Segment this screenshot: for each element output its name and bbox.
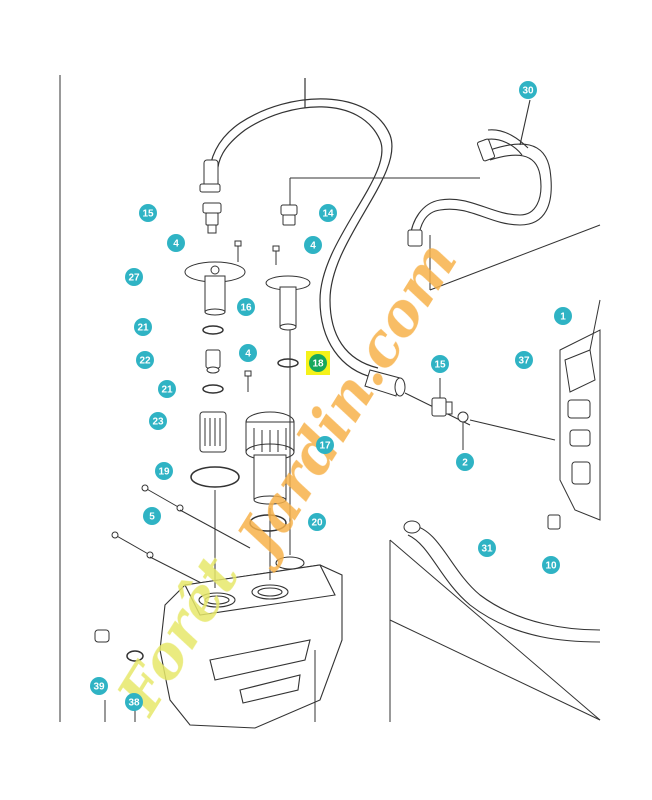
callout-circle xyxy=(316,436,334,454)
callout-circle xyxy=(125,268,143,286)
callout-circle xyxy=(155,462,173,480)
orings xyxy=(190,325,299,532)
callout-label: 18 xyxy=(312,359,324,370)
callout-21: 21 xyxy=(158,380,176,398)
callout-label: 17 xyxy=(319,441,331,452)
fitting-15-right xyxy=(431,378,469,450)
callout-label: 31 xyxy=(481,544,493,555)
callout-circle xyxy=(90,677,108,695)
callout-circle xyxy=(125,693,143,711)
callout-label: 1 xyxy=(560,312,566,323)
pump-body xyxy=(469,299,601,530)
callout-27: 27 xyxy=(125,268,143,286)
callout-label: 2 xyxy=(462,458,468,469)
tank xyxy=(159,556,343,729)
plug-39 xyxy=(94,629,144,662)
leader-lines xyxy=(104,330,316,722)
callout-label: 19 xyxy=(158,467,170,478)
callout-18: 18 xyxy=(306,351,330,375)
callout-5: 5 xyxy=(143,507,161,525)
callout-16: 16 xyxy=(237,298,255,316)
callout-label: 4 xyxy=(245,349,251,360)
callout-circle xyxy=(431,355,449,373)
callout-circle xyxy=(304,236,322,254)
callout-label: 38 xyxy=(128,698,140,709)
main-hose xyxy=(208,78,393,379)
callout-20: 20 xyxy=(308,513,326,531)
flange-27 xyxy=(184,261,246,316)
callout-circle xyxy=(478,539,496,557)
callout-14: 14 xyxy=(319,204,337,222)
callouts: 30 15 14 4 4 27 16 21 22 4 18 21 23 17 19 5 20 1 37 15 2 31 10… xyxy=(90,81,572,711)
callout-label: 15 xyxy=(434,360,446,371)
filter-17 xyxy=(245,411,295,505)
callout-label: 37 xyxy=(518,356,530,367)
callout-label: 10 xyxy=(545,561,557,572)
callout-4: 4 xyxy=(304,236,322,254)
fitting-22 xyxy=(205,349,221,374)
callout-circle xyxy=(456,453,474,471)
filter-23 xyxy=(199,411,227,453)
callout-circle xyxy=(136,351,154,369)
callout-label: 39 xyxy=(93,682,105,693)
callout-circle xyxy=(554,307,572,325)
callout-15: 15 xyxy=(431,355,449,373)
callout-circle xyxy=(237,298,255,316)
callout-38: 38 xyxy=(125,693,143,711)
callout-label: 16 xyxy=(240,303,252,314)
callout-label: 4 xyxy=(173,239,179,250)
callout-label: 30 xyxy=(522,86,534,97)
callout-label: 23 xyxy=(152,417,164,428)
callout-30: 30 xyxy=(519,81,537,99)
callout-circle xyxy=(309,354,327,372)
callout-22: 22 xyxy=(136,351,154,369)
callout-39: 39 xyxy=(90,677,108,695)
callout-circle xyxy=(149,412,167,430)
hose-31-fitting xyxy=(403,520,421,534)
callout-2: 2 xyxy=(456,453,474,471)
callout-17: 17 xyxy=(316,436,334,454)
callout-circle xyxy=(519,81,537,99)
callout-circle xyxy=(319,204,337,222)
hose-30 xyxy=(409,99,552,241)
callout-circle xyxy=(143,507,161,525)
callout-23: 23 xyxy=(149,412,167,430)
hose-fitting-top xyxy=(199,159,221,193)
callout-circle xyxy=(158,380,176,398)
callout-4: 4 xyxy=(167,234,185,252)
callout-19: 19 xyxy=(155,462,173,480)
callout-label: 20 xyxy=(311,518,323,529)
frame-lines xyxy=(59,75,601,722)
callout-circle xyxy=(542,556,560,574)
callout-circle xyxy=(239,344,257,362)
callout-label: 5 xyxy=(149,512,155,523)
hose-30-fittings xyxy=(407,138,495,247)
callout-circle xyxy=(139,204,157,222)
callout-10: 10 xyxy=(542,556,560,574)
hose-31 xyxy=(407,524,601,643)
callout-15: 15 xyxy=(139,204,157,222)
callout-circle xyxy=(167,234,185,252)
callout-label: 21 xyxy=(161,385,173,396)
callout-31: 31 xyxy=(478,539,496,557)
callout-circle xyxy=(308,513,326,531)
callout-4: 4 xyxy=(239,344,257,362)
callout-label: 15 xyxy=(142,209,154,220)
callout-label: 27 xyxy=(128,273,140,284)
fitting-14 xyxy=(280,204,298,226)
callout-label: 22 xyxy=(139,356,151,367)
flange-16 xyxy=(265,275,311,331)
fitting-15-left xyxy=(202,202,222,234)
screws-4 xyxy=(234,240,280,392)
callout-1: 1 xyxy=(554,307,572,325)
callout-label: 14 xyxy=(322,209,334,220)
callout-circle xyxy=(134,318,152,336)
callout-37: 37 xyxy=(515,351,533,369)
callout-label: 21 xyxy=(137,323,149,334)
callout-21: 21 xyxy=(134,318,152,336)
callout-label: 4 xyxy=(310,241,316,252)
callout-circle xyxy=(515,351,533,369)
